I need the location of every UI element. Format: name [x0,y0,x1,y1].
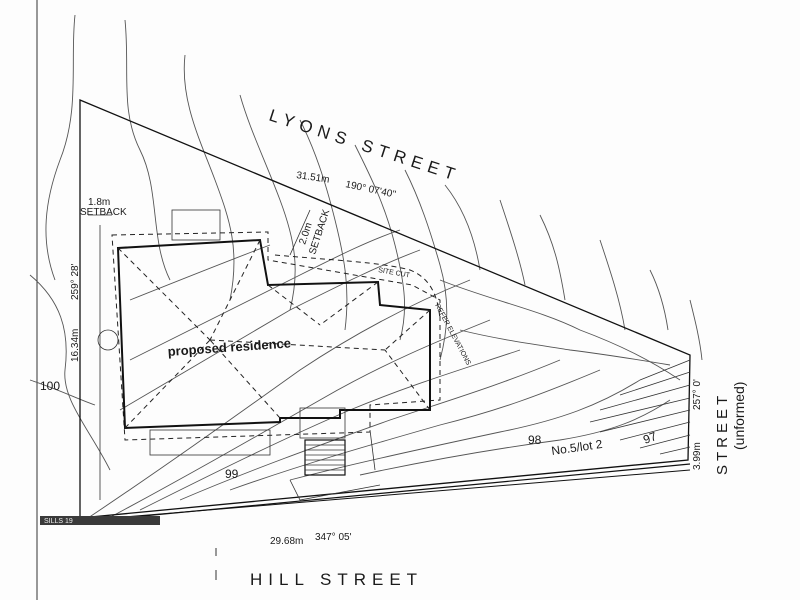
hill-street-edge [39,469,691,525]
contour-line [84,279,471,521]
refer-elevations-label: REFER ELEVATIONS [433,303,472,367]
hatch-line [639,434,691,449]
contour-line [404,169,448,361]
deck-top [171,209,221,241]
roof-line [384,309,431,351]
lot-boundary [79,99,691,519]
contour-line [129,229,401,361]
west-bearing: 259° 28' [70,263,81,300]
hatch-line [599,384,691,411]
west-length: 16.34m [70,329,81,362]
driveway-edge [289,479,381,501]
south-length: 29.68m [270,536,303,547]
contour-line [29,379,96,406]
south-bearing: 347° 05' [315,532,352,543]
contour-line [229,369,601,491]
contour-line [439,279,681,381]
contour-lines [29,14,703,471]
contour-line [129,244,271,301]
contour-line [239,94,296,311]
contour-line [649,269,669,331]
north-length: 31.51m [296,170,331,186]
site-cut-line [274,254,441,321]
contour-line [539,214,566,301]
hatch-line [599,409,691,433]
entry-porch [299,407,346,439]
contour-98-label: 98 [528,433,542,447]
setback-north-leader [289,209,311,256]
contour-99-label: 99 [225,467,239,481]
contour-line [179,359,561,501]
contour-line [183,54,235,301]
contour-line [444,184,481,271]
site-cut-label: SITE CUT [378,267,411,280]
contour-line [599,239,626,331]
hill-street-label: HILL STREET [250,570,423,589]
roof-line [124,339,211,429]
contour-line [299,119,348,331]
contour-line [104,319,491,521]
side-street-label: STREET [714,392,731,475]
contour-line [119,249,421,411]
stair-outline [304,439,346,476]
contour-line [459,329,671,366]
contour-100-label: 100 [40,379,60,393]
contour-line [689,299,703,361]
east-length: 3.99m [692,442,703,470]
roof-line [209,339,386,351]
setback-west-value: 1.8m [88,197,110,208]
hatch-line [589,397,691,423]
contour-line [29,274,111,471]
contour-line [499,199,526,286]
roof-line [384,349,431,411]
road-hatch-strip [40,516,160,525]
hatch-line [619,421,691,441]
roof-line [209,239,261,341]
roof-line [319,281,379,326]
hatch-line [659,446,691,455]
residence-label: proposed residence [167,335,291,359]
roof-line [117,247,211,341]
side-street-unformed-label: (unformed) [731,382,747,450]
side-street-hatch [589,359,691,455]
hatch-line [639,359,691,381]
contour-line [354,144,406,341]
roof-line [267,284,321,326]
east-bearing: 257° 0' [692,379,703,410]
contour-line [289,379,641,481]
stairs [304,439,346,476]
hatch-line [619,371,691,396]
contour-line [124,19,171,281]
deck-bottom [149,429,271,456]
contour-97-label: 97 [641,429,659,447]
driveway-edge [369,429,376,471]
lot-contour-lines [84,229,681,521]
road-strip-label: SILLS 19 [44,518,73,525]
contour-line [45,14,76,281]
north-bearing: 190° 07'40" [344,179,397,200]
roof-lines [117,239,431,429]
contour-line [359,399,671,476]
setback-west-label: SETBACK [80,207,127,218]
tree-symbol [97,329,119,351]
